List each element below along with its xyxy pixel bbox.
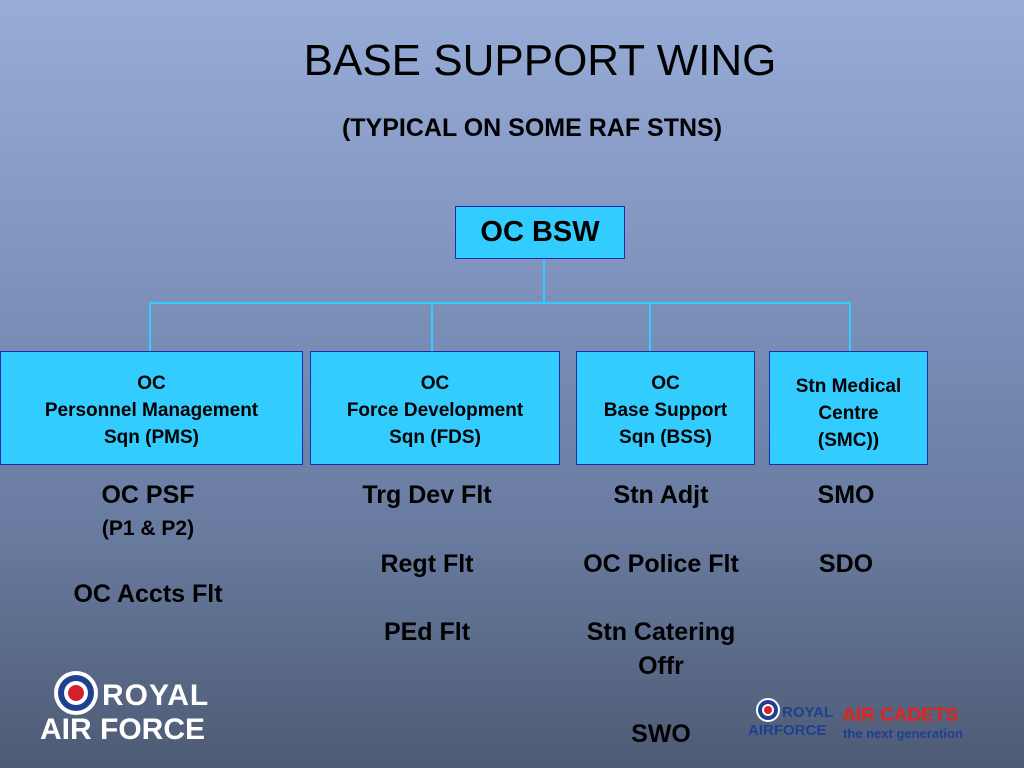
unit-oc-psf: OC PSF: [101, 481, 195, 509]
node-bss-line1: OC: [651, 373, 680, 394]
unit-oc-police-flt: OC Police Flt: [583, 550, 739, 578]
node-fds: OC Force Development Sqn (FDS): [310, 351, 560, 465]
node-bss-line2: Base Support: [603, 400, 728, 421]
node-smc-line2: Centre: [818, 403, 879, 424]
node-oc-bsw: OC BSW: [455, 206, 625, 259]
unit-stn-catering-line1: Stn Catering: [586, 618, 736, 646]
unit-stn-adjt: Stn Adjt: [613, 481, 709, 509]
node-fds-line2: Force Development: [346, 400, 524, 421]
units-smc: SMO SDO: [766, 481, 926, 591]
cadets-roundel-icon: [756, 698, 780, 722]
unit-regt-flt: Regt Flt: [380, 550, 474, 578]
node-pms-line1: OC: [137, 373, 166, 394]
connector-trunk: [543, 259, 545, 302]
connector-drop-smc: [849, 302, 851, 351]
unit-p1-p2: (P1 & P2): [101, 517, 195, 540]
node-fds-line3: Sqn (FDS): [389, 427, 481, 448]
node-pms-line3: Sqn (PMS): [104, 427, 199, 448]
node-pms-line2: Personnel Management: [44, 400, 259, 421]
cadets-tagline: the next generation: [843, 726, 963, 741]
node-pms: OC Personnel Management Sqn (PMS): [0, 351, 303, 465]
unit-ped-flt: PEd Flt: [383, 618, 471, 646]
node-oc-bsw-label: OC BSW: [480, 216, 600, 248]
air-cadets-logo: ROYAL AIRFORCE AIR CADETS the next gener…: [748, 698, 988, 748]
node-smc-line1: Stn Medical: [795, 376, 902, 397]
unit-trg-dev-flt: Trg Dev Flt: [362, 481, 492, 509]
raf-roundel-icon: [54, 671, 98, 715]
units-fds: Trg Dev Flt Regt Flt PEd Flt: [327, 481, 527, 651]
node-fds-line1: OC: [420, 373, 450, 394]
units-pms: OC PSF (P1 & P2) OC Accts Flt: [0, 481, 296, 621]
connector-drop-pms: [149, 302, 151, 351]
page-subtitle: (TYPICAL ON SOME RAF STNS): [341, 114, 723, 142]
raf-logo-airforce: AIR FORCE: [40, 713, 205, 746]
node-smc: Stn Medical Centre (SMC)): [769, 351, 928, 465]
raf-logo-royal: ROYAL: [102, 679, 210, 712]
cadets-name: AIR CADETS: [842, 705, 959, 726]
cadets-raf-airforce: AIRFORCE: [748, 722, 827, 739]
unit-smo: SMO: [817, 481, 875, 509]
unit-sdo: SDO: [818, 550, 874, 578]
units-bss: Stn Adjt OC Police Flt Stn Catering Offr…: [561, 481, 761, 756]
unit-oc-accts-flt: OC Accts Flt: [73, 580, 223, 608]
unit-stn-catering-line2: Offr: [638, 652, 684, 680]
node-bss-line3: Sqn (BSS): [619, 427, 712, 448]
page-title: BASE SUPPORT WING: [303, 36, 777, 85]
unit-swo: SWO: [631, 720, 691, 748]
cadets-raf-royal: ROYAL: [782, 704, 834, 721]
connector-drop-fds: [431, 302, 433, 351]
raf-logo: ROYAL AIR FORCE: [40, 671, 210, 751]
connector-horizontal: [149, 302, 851, 304]
node-smc-line3: (SMC)): [817, 430, 880, 451]
connector-drop-bss: [649, 302, 651, 351]
node-bss: OC Base Support Sqn (BSS): [576, 351, 755, 465]
